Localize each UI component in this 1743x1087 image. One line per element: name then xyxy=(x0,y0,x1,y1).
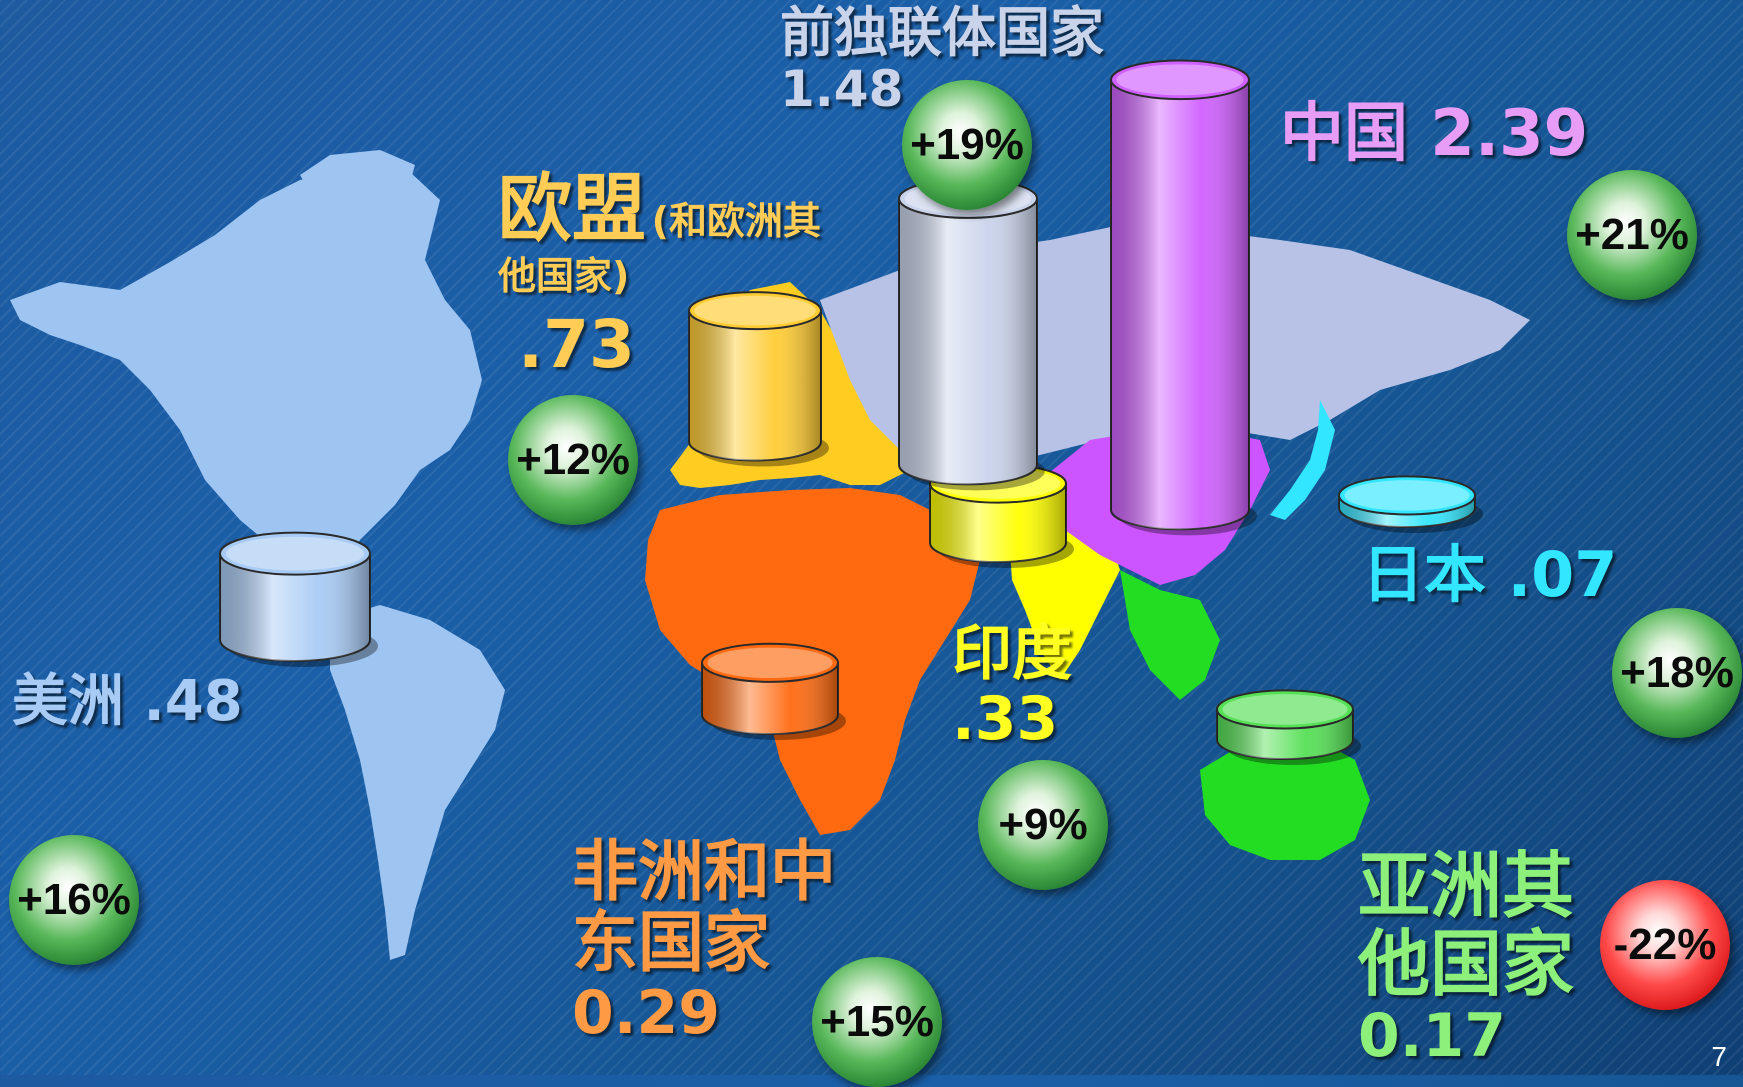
cylinder-gloss xyxy=(220,553,370,661)
cylinder-top-highlight xyxy=(1116,64,1244,96)
label-americas: 美洲 .48 xyxy=(12,669,243,734)
badge-americas-change: +16% xyxy=(9,835,139,965)
north-america-landmass xyxy=(10,170,482,575)
cylinder-gloss xyxy=(899,198,1037,485)
badge-china-change: +21% xyxy=(1567,170,1697,300)
label-india: 印度 .33 xyxy=(952,622,1072,752)
americas-value: .48 xyxy=(143,669,243,734)
asia-name-line1: 亚洲其 xyxy=(1358,844,1575,928)
south-america-landmass xyxy=(330,605,505,960)
southeast-asia-landmass xyxy=(1120,570,1220,700)
cis-value: 1.48 xyxy=(780,60,904,119)
cylinder-gloss xyxy=(1111,79,1249,530)
africa-value: 0.29 xyxy=(572,977,721,1048)
eu-note-part1: (和欧洲其 xyxy=(651,199,821,243)
cylinder-top xyxy=(688,291,822,331)
eu-note-part2: 他国家) xyxy=(498,253,630,298)
cylinder-2 xyxy=(688,291,829,467)
india-landmass xyxy=(1010,530,1120,680)
japan-value: .07 xyxy=(1507,538,1618,611)
cis-name: 前独联体国家 xyxy=(780,1,1104,64)
badge-cis-change: +19% xyxy=(902,80,1032,210)
label-africa: 非洲和中 东国家 0.29 xyxy=(572,836,836,1045)
cylinder-top xyxy=(1216,689,1354,730)
cylinder-gloss xyxy=(702,662,838,735)
cylinder-top-highlight xyxy=(707,647,833,679)
label-cis: 前独联体国家 1.48 xyxy=(780,1,1104,119)
cylinder-3 xyxy=(898,178,1045,491)
cylinder-top xyxy=(1338,475,1476,516)
page-number: 7 xyxy=(1711,1041,1727,1072)
china-name: 中国 xyxy=(1280,97,1408,171)
cylinder-4 xyxy=(1110,59,1257,536)
eu-name: 欧盟 xyxy=(498,166,646,252)
badge-japan-change: +18% xyxy=(1612,608,1742,738)
badge-eu-change: +12% xyxy=(508,395,638,525)
badge-africa-change: +15% xyxy=(812,957,942,1087)
greenland-landmass xyxy=(300,150,415,230)
cylinder-8 xyxy=(1216,689,1361,766)
asia-value: 0.17 xyxy=(1358,1000,1507,1071)
americas-name: 美洲 xyxy=(12,669,124,734)
australia-landmass xyxy=(1200,735,1370,860)
cylinder-7 xyxy=(701,642,846,741)
cylinder-top-highlight xyxy=(1222,694,1348,725)
cylinder-5 xyxy=(1338,475,1483,534)
africa-name-line2: 东国家 xyxy=(572,904,770,982)
cylinder-1 xyxy=(219,531,378,667)
label-japan: 日本 .07 xyxy=(1362,541,1617,609)
eu-value: .73 xyxy=(518,305,635,383)
india-name: 印度 xyxy=(952,619,1072,689)
cylinder-top-highlight xyxy=(1344,480,1470,511)
india-value: .33 xyxy=(952,683,1059,754)
japan-landmass xyxy=(1270,400,1335,520)
badge-india-change: +9% xyxy=(978,760,1108,890)
asia-name-line2: 他国家 xyxy=(1358,921,1575,1006)
china-value: 2.39 xyxy=(1430,97,1589,171)
label-eu: 欧盟 (和欧洲其 他国家) .73 xyxy=(498,169,821,383)
cylinder-gloss xyxy=(930,483,1066,563)
cylinder-bars xyxy=(219,59,1483,766)
cylinder-top xyxy=(701,642,839,683)
badge-asia-change: -22% xyxy=(1600,880,1730,1010)
label-rest-of-asia: 亚洲其 他国家 0.17 xyxy=(1358,844,1575,1071)
label-china: 中国 2.39 xyxy=(1280,97,1589,171)
japan-name: 日本 xyxy=(1362,538,1487,611)
cylinder-top-highlight xyxy=(694,295,816,326)
cylinder-top xyxy=(1110,59,1250,101)
cylinder-gloss xyxy=(689,310,821,461)
cylinder-top xyxy=(219,531,371,576)
africa-name-line1: 非洲和中 xyxy=(572,833,836,910)
cylinder-top-highlight xyxy=(226,536,364,571)
